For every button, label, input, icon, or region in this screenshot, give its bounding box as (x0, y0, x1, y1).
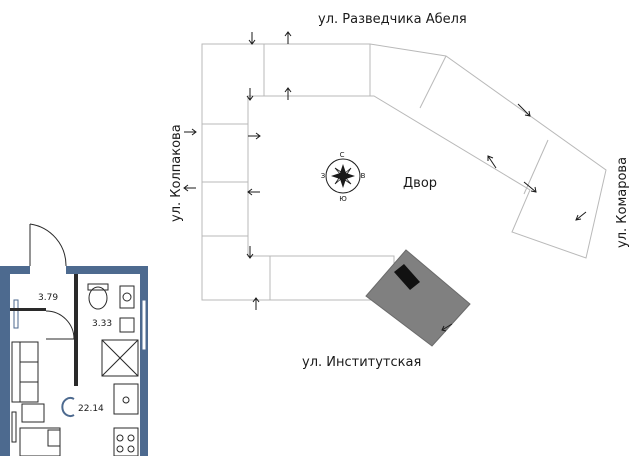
entrance-arrow-icon (252, 297, 260, 310)
entrance-arrow-icon (246, 246, 254, 259)
room-area-bathroom: 3.33 (92, 319, 112, 329)
room-area-living: 22.14 (78, 404, 104, 414)
compass-west: З (321, 172, 326, 180)
compass-east: В (361, 172, 366, 180)
entrance-arrow-icon (248, 132, 261, 140)
entrance-arrow-icon (184, 128, 197, 136)
entrance-arrow-icon (183, 184, 196, 192)
entrance-arrow-icon (284, 31, 292, 44)
street-label-east: ул. Комарова (615, 157, 630, 248)
street-label-south: ул. Институтская (302, 355, 421, 370)
compass-rose: С В Ю З (321, 151, 366, 203)
street-label-west: ул. Колпакова (169, 124, 184, 222)
compass-north: С (340, 151, 345, 159)
room-area-hall: 3.79 (38, 293, 58, 303)
entrance-arrow-icon (248, 32, 256, 45)
apartment-plan: 3.79 3.33 22.14 (0, 223, 148, 456)
entrance-arrow-icon (284, 87, 292, 100)
entrance-arrow-icon (247, 188, 260, 196)
compass-south: Ю (339, 195, 347, 203)
entrance-arrow-icon (487, 155, 497, 169)
entrance-arrow-icon (517, 103, 531, 117)
entrance-arrow-icon (575, 211, 587, 221)
room-marker-icon (61, 397, 75, 417)
entrance-arrow-icon (246, 88, 254, 101)
entrance-arrow-icon (441, 323, 453, 332)
courtyard-label: Двор (403, 176, 437, 191)
entrance-arrows (183, 31, 587, 332)
selected-section[interactable] (365, 249, 471, 347)
entrance-arrow-icon (523, 181, 537, 193)
street-label-north: ул. Разведчика Абеля (318, 12, 467, 27)
